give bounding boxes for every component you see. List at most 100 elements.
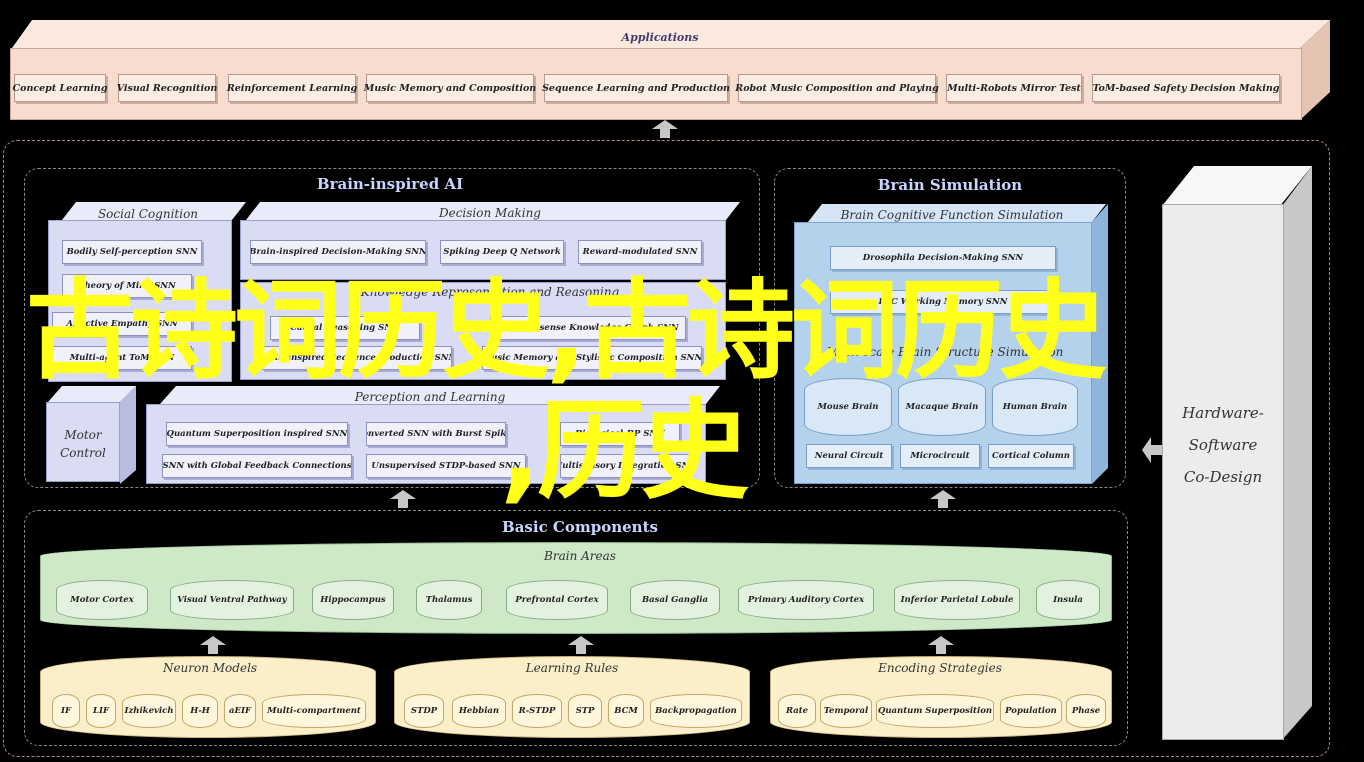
app-music-memory: Music Memory and Composition [364, 74, 536, 102]
brain-ai-title: Brain-inspired AI [316, 175, 464, 193]
sim-mouse-brain: Mouse Brain [804, 378, 892, 436]
decision-making-title: Decision Making [438, 206, 541, 220]
cognitive-sim-title: Brain Cognitive Function Simulation [840, 208, 1064, 222]
snn-affective-empathy: Affective Empathy SNN [52, 312, 192, 336]
snn-multi-agent-tom: Multi-agent ToM SNN [52, 346, 192, 370]
brain-ai-region [24, 168, 760, 488]
snn-sequence-production: Brain-inspired Sequence Production SNN [262, 346, 452, 370]
rule-stp: STP [568, 694, 602, 728]
snn-music-stylistic: Music Memory and Stylistic Composition S… [482, 346, 702, 370]
enc-temporal: Temporal [820, 694, 872, 728]
app-sequence-learning: Sequence Learning and Production [542, 74, 730, 102]
area-primary-auditory: Primary Auditory Cortex [738, 580, 874, 620]
social-cognition-title: Social Cognition [97, 207, 199, 221]
app-visual-recognition: Visual Recognition [117, 74, 217, 102]
neuron-multi-compartment: Multi-compartment [262, 694, 366, 728]
snn-multisensory: Multisensory Integration SNN [560, 454, 690, 478]
area-visual-ventral: Visual Ventral Pathway [170, 580, 294, 620]
basic-components-region [24, 510, 1128, 746]
sim-drosophila: Drosophila Decision-Making SNN [830, 246, 1056, 270]
snn-spiking-dqn: Spiking Deep Q Network [440, 240, 564, 264]
arrow-encoding-up [926, 636, 956, 654]
app-concept-learning: Concept Learning [13, 74, 107, 102]
area-inferior-parietal: Inferior Parietal Lobule [894, 580, 1020, 620]
hardware-codesign-box [1162, 204, 1284, 740]
hardware-label-2: Software [1188, 436, 1258, 454]
arrow-learning-up [566, 636, 596, 654]
neuron-izhikevich: Izhikevich [122, 694, 176, 728]
hardware-label-1: Hardware- [1182, 404, 1264, 422]
sim-microcircuit: Microcircuit [900, 444, 980, 468]
snn-commonsense-kg: Commonsense Knowledge Graph SNN [490, 316, 686, 340]
perception-top [160, 386, 720, 404]
sim-macaque-brain: Macaque Brain [898, 378, 986, 436]
motor-side [120, 386, 136, 484]
applications-title: Applications [621, 31, 699, 44]
motor-control-box [46, 402, 120, 482]
snn-global-feedback: SNN with Global Feedback Connections [162, 454, 352, 478]
sim-human-brain: Human Brain [992, 378, 1078, 436]
neuron-hh: H-H [182, 694, 218, 728]
brain-areas-title: Brain Areas [544, 549, 616, 563]
sim-neural-circuit: Neural Circuit [806, 444, 892, 468]
rule-r-stdp: R-STDP [512, 694, 562, 728]
snn-reward-modulated: Reward-modulated SNN [578, 240, 702, 264]
snn-quantum-superposition: Quantum Superposition inspired SNN [166, 422, 348, 446]
perception-learning-title: Perception and Learning [354, 390, 506, 404]
neuron-models-title: Neuron Models [162, 661, 258, 675]
area-motor-cortex: Motor Cortex [56, 580, 148, 620]
knowledge-title: Knowledge Representation and Reasoning [360, 285, 620, 299]
cognitive-side [1092, 204, 1108, 484]
arrow-from-hardware [1142, 437, 1162, 463]
app-multi-robots: Multi-Robots Mirror Test [946, 74, 1082, 102]
social-top [62, 202, 246, 220]
basic-components-title: Basic Components [502, 518, 658, 536]
enc-quantum: Quantum Superposition [876, 694, 994, 728]
overlay-caption-line1: 古诗词历史,古诗词历史 [26, 269, 1107, 394]
area-hippocampus: Hippocampus [312, 580, 394, 620]
applications-top [12, 20, 1330, 48]
applications-panel [10, 48, 1302, 120]
cognitive-top [808, 204, 1106, 222]
area-basal-ganglia: Basal Ganglia [630, 580, 720, 620]
neuron-aeif: aEIF [224, 694, 256, 728]
learning-rules-title: Learning Rules [525, 661, 619, 675]
snn-theory-of-mind: Theory of Mind SNN [62, 274, 192, 298]
arrow-to-brain-sim [928, 490, 958, 508]
rule-bcm: BCM [608, 694, 644, 728]
motor-control-title: Motor Control [60, 428, 106, 460]
arrow-to-applications [650, 120, 680, 138]
enc-population: Population [1000, 694, 1062, 728]
brain-sim-title: Brain Simulation [877, 176, 1023, 194]
neuron-lif: LIF [86, 694, 116, 728]
hardware-label-3: Co-Design [1183, 468, 1263, 486]
area-insula: Insula [1036, 580, 1100, 620]
app-robot-music: Robot Music Composition and Playing [735, 74, 939, 102]
neuron-if: IF [52, 694, 80, 728]
motor-top [48, 386, 136, 402]
brain-sim-region [774, 168, 1126, 488]
app-reinforcement-learning: Reinforcement Learning [227, 74, 357, 102]
snn-brain-decision: Brain-inspired Decision-Making SNN [250, 240, 426, 264]
structure-sim-title: Multi-scale Brain Structure Simulation [826, 345, 1064, 359]
hardware-side [1282, 166, 1312, 740]
rule-backpropagation: Backpropagation [650, 694, 742, 728]
area-thalamus: Thalamus [416, 580, 482, 620]
overlay-caption-line2: ,历史 [500, 389, 749, 514]
arrow-neuron-up [198, 636, 228, 654]
app-tom-safety: ToM-based Safety Decision Making [1092, 74, 1280, 102]
snn-causal-reasoning: Causal Reasoning SNN [270, 316, 420, 340]
rule-stdp: STDP [404, 694, 444, 728]
decision-top [246, 202, 740, 220]
rule-hebbian: Hebbian [452, 694, 506, 728]
enc-rate: Rate [778, 694, 816, 728]
enc-phase: Phase [1066, 694, 1106, 728]
encoding-strategies-title: Encoding Strategies [878, 661, 1002, 675]
arrow-to-brain-ai [388, 490, 418, 508]
outer-frame [3, 140, 1330, 757]
area-prefrontal: Prefrontal Cortex [506, 580, 608, 620]
snn-bodily-self: Bodily Self-perception SNN [62, 240, 202, 264]
sim-cortical-column: Cortical Column [988, 444, 1074, 468]
snn-converted-burst: Converted SNN with Burst Spikes [366, 422, 506, 446]
snn-biological-bp: Biological-BP SNN [560, 422, 680, 446]
